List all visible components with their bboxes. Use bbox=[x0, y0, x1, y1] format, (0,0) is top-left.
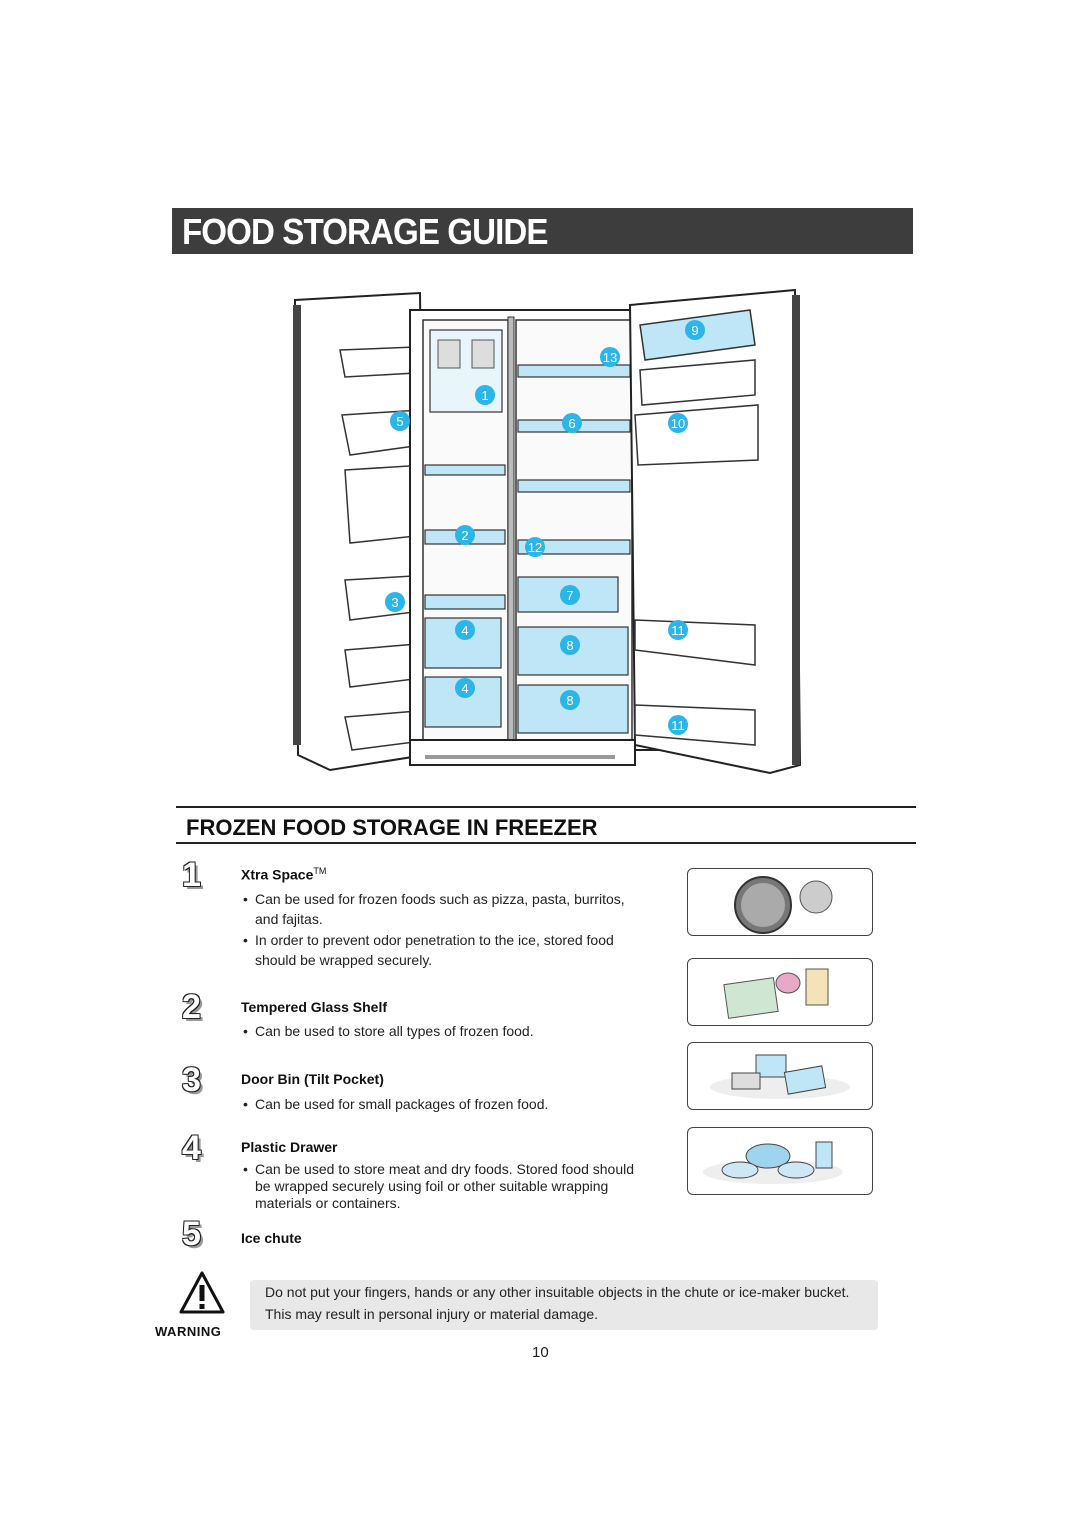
item-heading-1: Xtra SpaceTM bbox=[241, 866, 327, 883]
svg-text:8: 8 bbox=[566, 693, 573, 708]
item-number-2: 2 bbox=[182, 988, 201, 1026]
item-number-5: 5 bbox=[182, 1215, 201, 1253]
svg-text:8: 8 bbox=[566, 638, 573, 653]
callout-9: 9 bbox=[685, 320, 705, 340]
callout-3: 3 bbox=[385, 592, 405, 612]
callout-12: 12 bbox=[525, 537, 545, 557]
svg-text:3: 3 bbox=[391, 595, 398, 610]
item-3-bullet-1: •Can be used for small packages of froze… bbox=[243, 1096, 549, 1112]
callout-7: 7 bbox=[560, 585, 580, 605]
svg-text:11: 11 bbox=[671, 623, 685, 638]
xtra-space-image bbox=[687, 868, 873, 936]
svg-text:6: 6 bbox=[568, 416, 575, 431]
item-number-1: 1 bbox=[182, 856, 201, 894]
callout-4b: 4 bbox=[455, 678, 475, 698]
plastic-drawer-image bbox=[687, 1127, 873, 1195]
svg-text:10: 10 bbox=[671, 416, 685, 431]
item-1-bullet-1: •Can be used for frozen foods such as pi… bbox=[243, 891, 625, 927]
section-title: FROZEN FOOD STORAGE IN FREEZER bbox=[186, 815, 598, 840]
callout-11a: 11 bbox=[668, 620, 688, 640]
svg-text:1: 1 bbox=[481, 388, 488, 403]
title-bar: FOOD STORAGE GUIDE bbox=[172, 208, 913, 254]
page-title: FOOD STORAGE GUIDE bbox=[182, 211, 549, 252]
callout-11b: 11 bbox=[668, 715, 688, 735]
callout-8a: 8 bbox=[560, 635, 580, 655]
callout-1: 1 bbox=[475, 385, 495, 405]
callout-13: 13 bbox=[600, 347, 620, 367]
item-1-bullet-2: •In order to prevent odor penetration to… bbox=[243, 932, 614, 968]
callout-2: 2 bbox=[455, 525, 475, 545]
item-heading-2: Tempered Glass Shelf bbox=[241, 999, 388, 1015]
item-2-bullet-1: •Can be used to store all types of froze… bbox=[243, 1023, 534, 1039]
callout-10: 10 bbox=[668, 413, 688, 433]
warning-triangle-icon bbox=[179, 1271, 225, 1314]
item-4-bullet-1: •Can be used to store meat and dry foods… bbox=[243, 1161, 635, 1211]
svg-text:11: 11 bbox=[671, 718, 685, 733]
callout-5: 5 bbox=[390, 411, 410, 431]
door-bin-image bbox=[687, 1042, 873, 1110]
svg-text:4: 4 bbox=[461, 623, 468, 638]
callout-4a: 4 bbox=[455, 620, 475, 640]
section-rule-top bbox=[176, 806, 916, 808]
svg-text:7: 7 bbox=[566, 588, 573, 603]
callout-8b: 8 bbox=[560, 690, 580, 710]
item-heading-3: Door Bin (Tilt Pocket) bbox=[241, 1071, 384, 1087]
svg-text:2: 2 bbox=[461, 528, 468, 543]
page-number: 10 bbox=[532, 1344, 549, 1361]
callout-6: 6 bbox=[562, 413, 582, 433]
svg-text:12: 12 bbox=[528, 540, 542, 555]
item-heading-4: Plastic Drawer bbox=[241, 1139, 338, 1155]
item-heading-5: Ice chute bbox=[241, 1230, 302, 1246]
item-number-4: 4 bbox=[182, 1129, 201, 1167]
svg-text:5: 5 bbox=[396, 414, 403, 429]
refrigerator-diagram: 1 2 3 4 4 5 6 7 8 8 9 10 11 11 12 13 bbox=[293, 288, 802, 775]
section-rule-bottom bbox=[176, 842, 916, 844]
warning-line-2: This may result in personal injury or ma… bbox=[265, 1306, 599, 1322]
svg-text:13: 13 bbox=[603, 350, 617, 365]
item-number-3: 3 bbox=[182, 1061, 201, 1099]
warning-box bbox=[250, 1280, 878, 1330]
warning-line-1: Do not put your fingers, hands or any ot… bbox=[265, 1284, 850, 1300]
svg-text:9: 9 bbox=[691, 323, 698, 338]
svg-text:4: 4 bbox=[461, 681, 468, 696]
warning-label: WARNING bbox=[155, 1324, 222, 1339]
glass-shelf-image bbox=[687, 958, 873, 1026]
